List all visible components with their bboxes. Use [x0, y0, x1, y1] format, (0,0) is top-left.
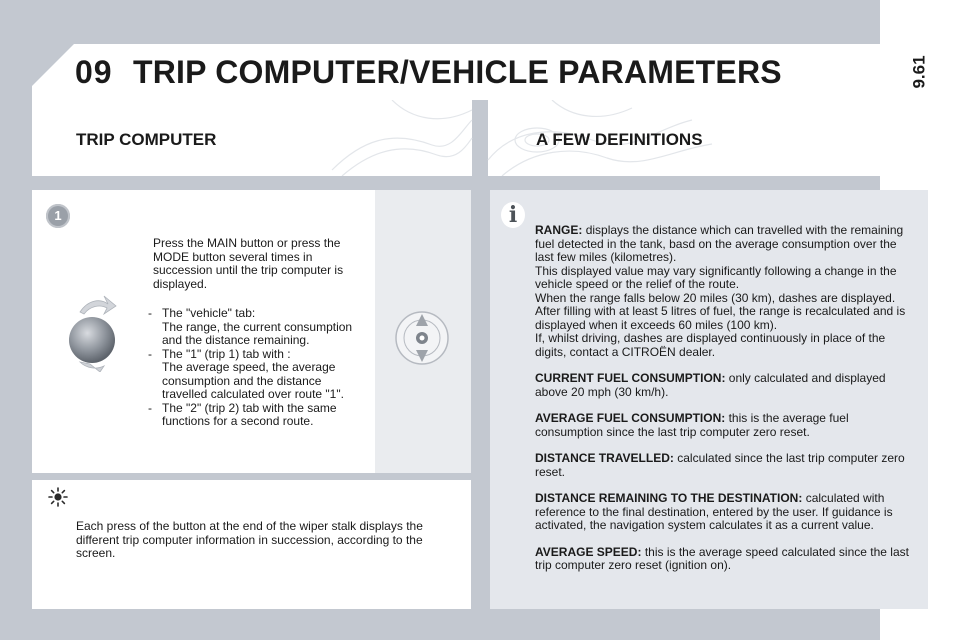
definition-text: displays the distance which can travelle…: [535, 223, 906, 359]
definition-term: AVERAGE FUEL CONSUMPTION:: [535, 411, 726, 425]
wiper-stalk-panel: [32, 480, 471, 609]
definition-term: DISTANCE TRAVELLED:: [535, 451, 674, 465]
topographic-band: [32, 100, 928, 176]
definition-text: this is the average fuel consumption sin…: [535, 411, 849, 439]
list-item: - The "1" (trip 1) tab with : The averag…: [148, 346, 370, 402]
wiper-stalk-description: Each press of the button at the end of t…: [76, 519, 423, 560]
bullet-dash: -: [148, 346, 152, 361]
definition-term: DISTANCE REMAINING TO THE DESTINATION:: [535, 491, 803, 505]
definition-distance-travelled: DISTANCE TRAVELLED: calculated since the…: [535, 451, 915, 479]
tab-title: The "1" (trip 1) tab with :: [162, 346, 291, 361]
definition-term: AVERAGE SPEED:: [535, 544, 642, 559]
info-icon: i: [501, 202, 525, 228]
wiper-stalk-button-icon: [395, 311, 449, 365]
page-title: TRIP COMPUTER/VEHICLE PARAMETERS: [133, 54, 782, 90]
definition-text: calculated since the last trip computer …: [535, 451, 905, 479]
definition-text: only calculated and displayed above 20 m…: [535, 371, 886, 399]
title-band: [32, 44, 880, 100]
light-bulb-icon: [47, 486, 69, 508]
bullet-dash: -: [148, 306, 152, 320]
list-item: - The "2" (trip 2) tab with the same fun…: [148, 400, 370, 429]
bullet-dash: -: [148, 400, 152, 415]
definition-text: this is the average speed calculated sin…: [535, 544, 909, 572]
tab-description: The range, the current consumption and t…: [162, 319, 353, 347]
trip-computer-tabs-list: - The "vehicle" tab: The range, the curr…: [148, 306, 370, 429]
tab-description: functions for a second route.: [162, 414, 314, 428]
list-item: - The "vehicle" tab: The range, the curr…: [148, 306, 370, 348]
definition-average-consumption: AVERAGE FUEL CONSUMPTION: this is the av…: [535, 411, 915, 439]
section-heading-definitions: A FEW DEFINITIONS: [536, 130, 703, 149]
step-number-icon: 1: [46, 204, 70, 228]
definition-range: RANGE: displays the distance which can t…: [535, 223, 915, 359]
definition-text: calculated with reference to the final d…: [535, 491, 893, 532]
definition-term: CURRENT FUEL CONSUMPTION:: [535, 371, 726, 385]
trip-computer-instructions: Press the MAIN button or press the MODE …: [153, 236, 344, 291]
definitions-panel: [490, 190, 928, 609]
rotary-knob-icon: [69, 295, 117, 372]
page-number: 9.61: [909, 55, 929, 89]
definition-distance-remaining: DISTANCE REMAINING TO THE DESTINATION: c…: [535, 491, 915, 533]
chapter-number: 09: [75, 54, 113, 90]
definition-current-consumption: CURRENT FUEL CONSUMPTION: only calculate…: [535, 371, 915, 399]
tab-description: The average speed, the average consumpti…: [162, 360, 344, 401]
definitions-list: RANGE: displays the distance which can t…: [535, 223, 915, 586]
definition-term: RANGE:: [535, 223, 583, 237]
section-heading-trip-computer: TRIP COMPUTER: [76, 130, 217, 149]
tab-title: The "2" (trip 2) tab with the same: [162, 400, 337, 415]
tab-title: The "vehicle" tab:: [162, 306, 256, 320]
definition-average-speed: AVERAGE SPEED: this is the average speed…: [535, 544, 915, 573]
